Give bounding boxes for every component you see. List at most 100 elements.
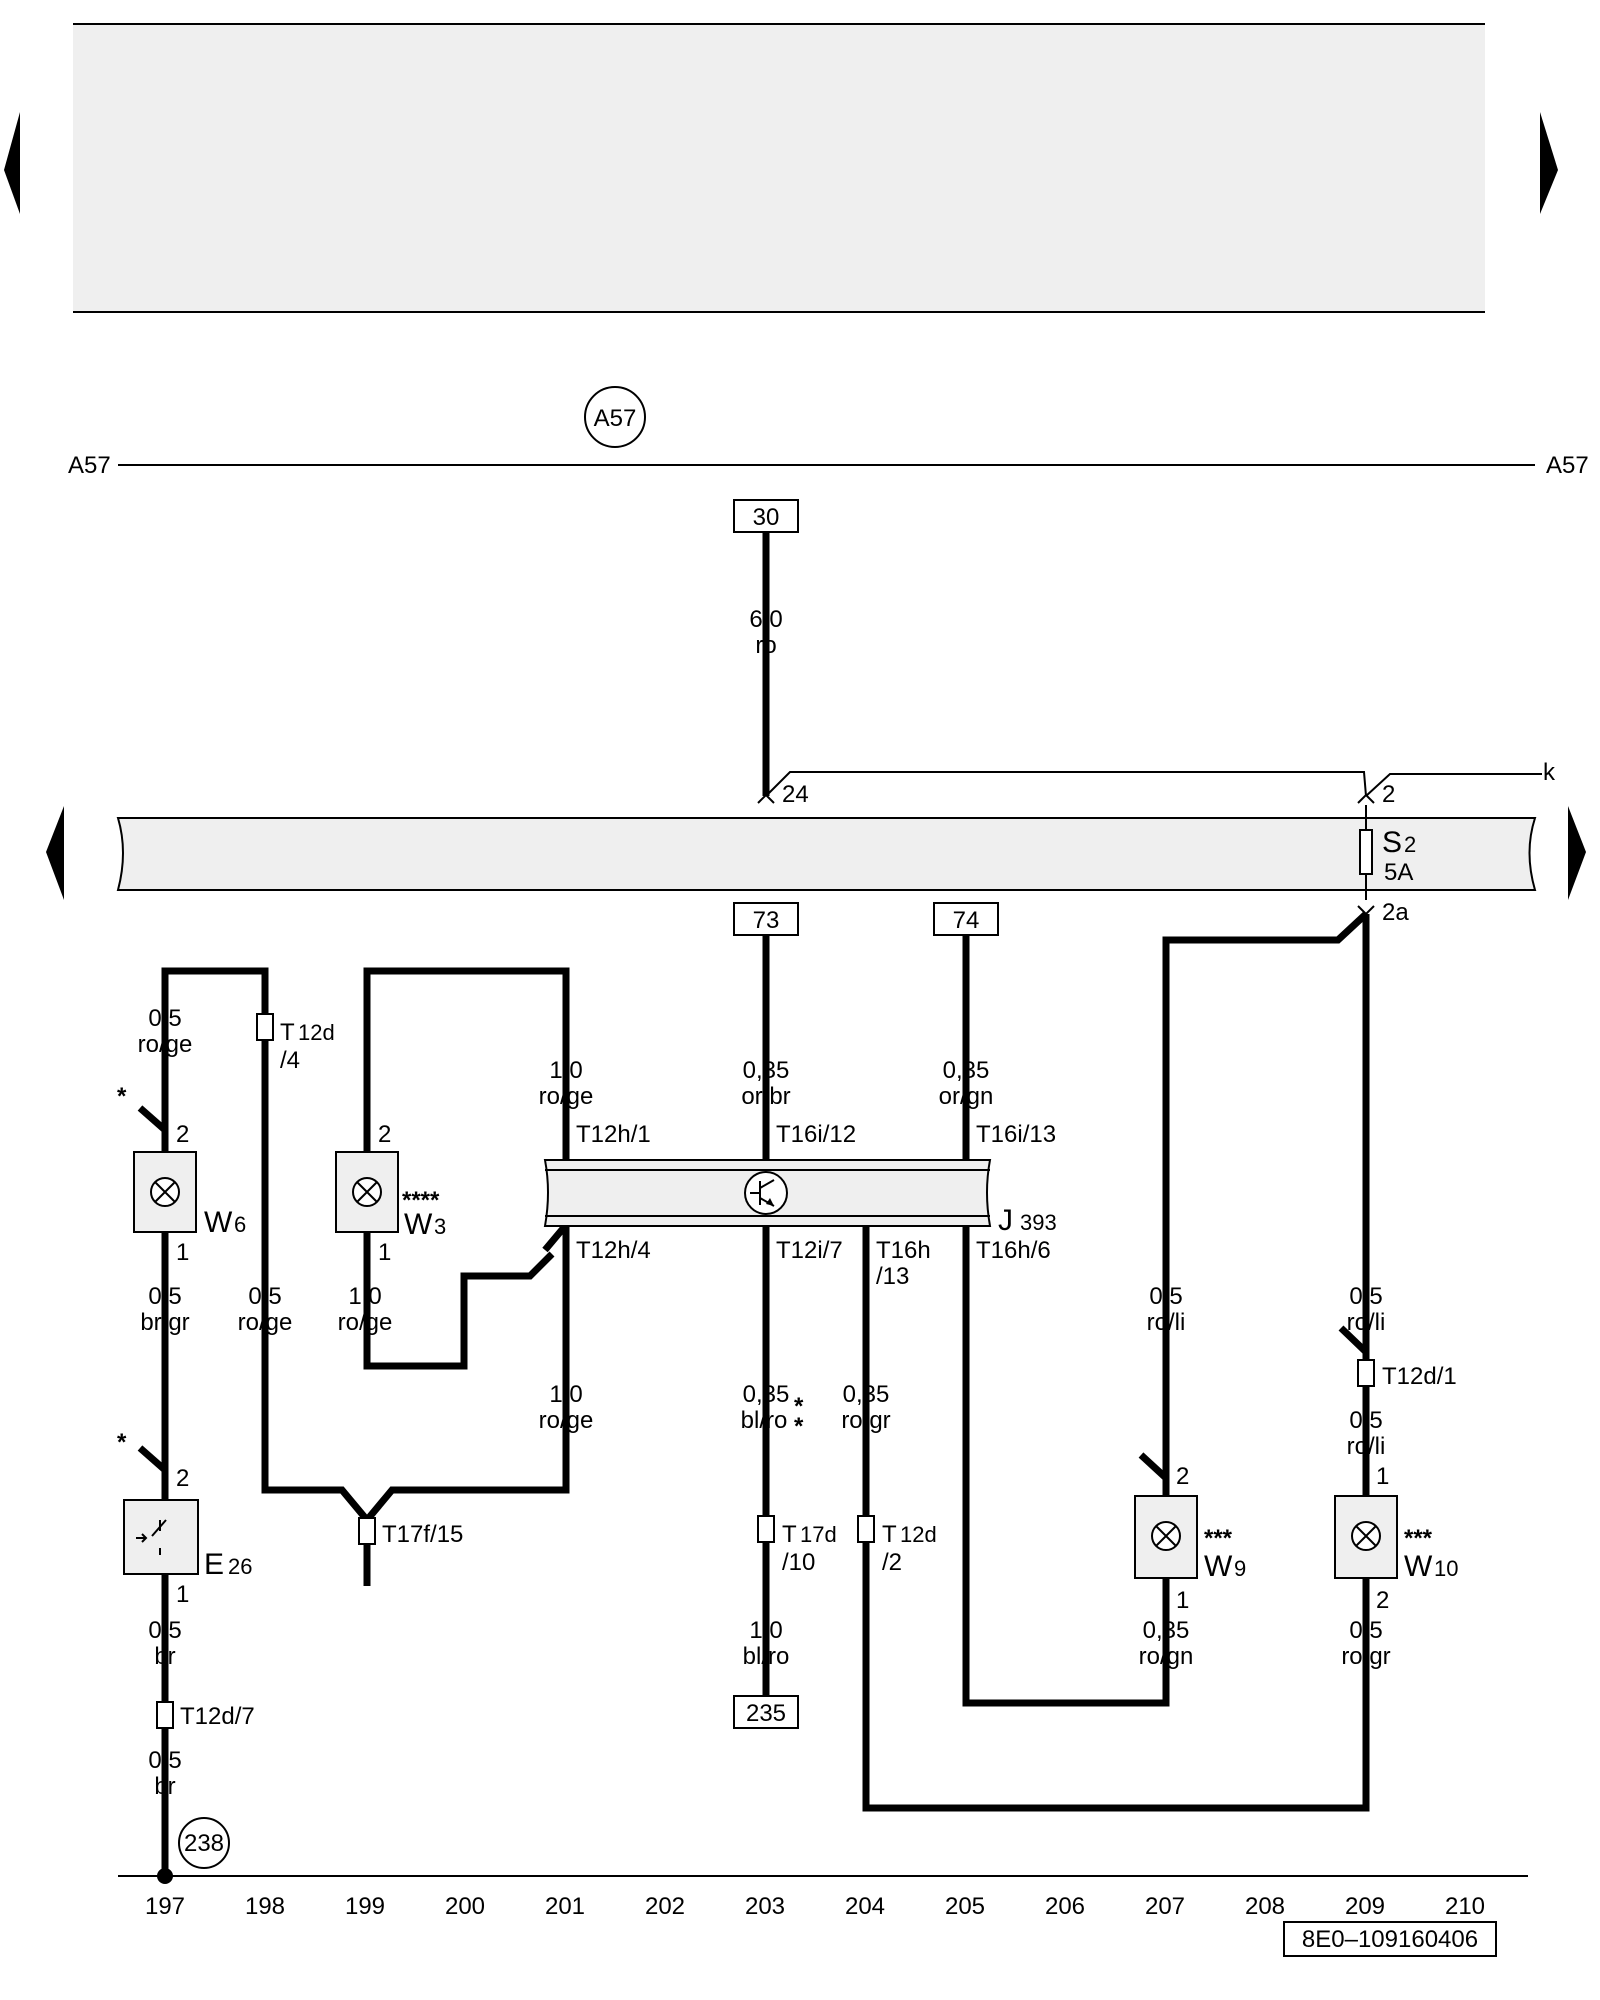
- wlabel-198-size: 0,5: [248, 1283, 281, 1310]
- wlabel-209a-color: ro/li: [1347, 1309, 1386, 1336]
- wlabel-207b-size: 0,35: [1143, 1617, 1190, 1644]
- wire-t16h6: [962, 1248, 1170, 1707]
- wire-k-thin: [765, 771, 1542, 797]
- w10-name: W: [1404, 1550, 1433, 1583]
- wlabel-197b-color: br/gr: [140, 1309, 189, 1336]
- w9-sub: 9: [1234, 1556, 1246, 1581]
- w6-sub: 6: [234, 1212, 246, 1237]
- panel-left-arrow[interactable]: [46, 806, 64, 900]
- wlabel-197c-size: 0,5: [148, 1617, 181, 1644]
- fuse-panel: [116, 817, 1537, 891]
- diagram-id-box: [1283, 1921, 1497, 1957]
- wlabel-199-size: 1,0: [348, 1283, 381, 1310]
- w10-stars: ***: [1404, 1525, 1433, 1552]
- wire-w3-bottom: [363, 1248, 555, 1370]
- wlabel-205a-color: or/gn: [939, 1083, 994, 1110]
- conn-t16h6: T16h/6: [976, 1237, 1051, 1264]
- wlabel-209a-size: 0,5: [1349, 1283, 1382, 1310]
- tick-w10: [1338, 1325, 1369, 1355]
- ref-circle-label: A57: [594, 405, 637, 432]
- track-number: 204: [845, 1893, 885, 1920]
- ground-238-circle: [178, 1817, 230, 1869]
- conn-t12d2-b: 12d: [900, 1522, 937, 1547]
- w6-lamp-x: [154, 1181, 176, 1203]
- track-number: 200: [445, 1893, 485, 1920]
- pin-2a: 2a: [1382, 899, 1409, 926]
- page-next-arrow[interactable]: [1540, 112, 1558, 214]
- conn-t12d1: T12d/1: [1382, 1363, 1457, 1390]
- w9-pin1: 1: [1176, 1587, 1189, 1614]
- ref-label-left: A57: [68, 452, 111, 479]
- e26-pin2: 2: [176, 1465, 189, 1492]
- wlabel-205a-size: 0,35: [943, 1057, 990, 1084]
- pin-24: 24: [782, 781, 809, 808]
- wlabel-207a-size: 0,5: [1149, 1283, 1182, 1310]
- page-prev-arrow[interactable]: [4, 112, 20, 214]
- wlabel-199-color: ro/ge: [338, 1309, 393, 1336]
- j393-pins: [562, 1130, 970, 1248]
- fuse-rating: 5A: [1384, 859, 1413, 886]
- pin-2-fuse: 2: [1382, 781, 1395, 808]
- track-number: 207: [1145, 1893, 1185, 1920]
- track-number: 206: [1045, 1893, 1085, 1920]
- wire-t17f-join: [364, 1215, 570, 1523]
- wlabel-204-size: 0,35: [843, 1381, 890, 1408]
- conn-t16i13: T16i/13: [976, 1121, 1056, 1148]
- w10-lamp-x: [1355, 1525, 1377, 1547]
- conn-t12d-b: 12d: [298, 1020, 335, 1045]
- track-number: 209: [1345, 1893, 1385, 1920]
- fuse-s2: [1359, 829, 1373, 875]
- conn-t12h4: T12h/4: [576, 1237, 651, 1264]
- wlabel-207a-color: ro/li: [1147, 1309, 1186, 1336]
- track-number: 205: [945, 1893, 985, 1920]
- wlabel-197d-size: 0,5: [148, 1747, 181, 1774]
- ground-238-label: 238: [184, 1830, 224, 1857]
- conn-t12h1: T12h/1: [576, 1121, 651, 1148]
- tick-w6: [137, 1105, 168, 1133]
- w9-lamp-x: [1155, 1525, 1177, 1547]
- conn-t12d2-c: /2: [882, 1549, 902, 1576]
- wlabel-197d-color: br: [154, 1773, 175, 1800]
- wlabel-209c-size: 0,5: [1349, 1617, 1382, 1644]
- terminal-74-label: 74: [953, 907, 980, 934]
- e26-sub: 26: [228, 1554, 252, 1579]
- w9-name: W: [1204, 1550, 1233, 1583]
- terminal-235-box: [733, 1695, 799, 1729]
- e26-pin1: 1: [176, 1581, 189, 1608]
- star-e26: *: [117, 1429, 127, 1456]
- terminal-235-label: 235: [746, 1700, 786, 1727]
- terminal-74-box: [933, 902, 999, 936]
- w3-pin1: 1: [378, 1239, 391, 1266]
- wlabel-203a-color: or/br: [741, 1083, 790, 1110]
- track-number: 197: [145, 1893, 185, 1920]
- conn-t16h: T16h: [876, 1237, 931, 1264]
- e26-box: [123, 1499, 199, 1575]
- pin24-mark: [757, 793, 775, 804]
- track-number: 198: [245, 1893, 285, 1920]
- panel-right-arrow[interactable]: [1568, 806, 1586, 900]
- w10-pin2: 2: [1376, 1587, 1389, 1614]
- track-number: 203: [745, 1893, 785, 1920]
- w3-lamp-x: [356, 1181, 378, 1203]
- tick-e26: [137, 1445, 168, 1473]
- w3-sub: 3: [434, 1214, 446, 1239]
- wlabel-197b-size: 0,5: [148, 1283, 181, 1310]
- label-k: k: [1543, 759, 1556, 786]
- conn-t12d-4: /4: [280, 1047, 300, 1074]
- wlabel-203c-color: bl/ro: [743, 1643, 790, 1670]
- wlabel-198-color: ro/ge: [238, 1309, 293, 1336]
- conn-t16i12: T16i/12: [776, 1121, 856, 1148]
- conn-t12d-a: T: [280, 1019, 295, 1046]
- wlabel-204-color: ro/gr: [841, 1407, 890, 1434]
- header-band: [73, 24, 1485, 312]
- track-number: 199: [345, 1893, 385, 1920]
- fuse-sub: 2: [1404, 832, 1416, 857]
- wire-main-size: 6,0: [749, 606, 782, 633]
- ref-circle-a57: [584, 386, 646, 448]
- w9-stars: ***: [1204, 1525, 1233, 1552]
- diagram-id: 8E0–109160406: [1302, 1926, 1478, 1953]
- e26-switch-icon: [136, 1519, 167, 1555]
- wire-s2-w9: [1162, 911, 1369, 1470]
